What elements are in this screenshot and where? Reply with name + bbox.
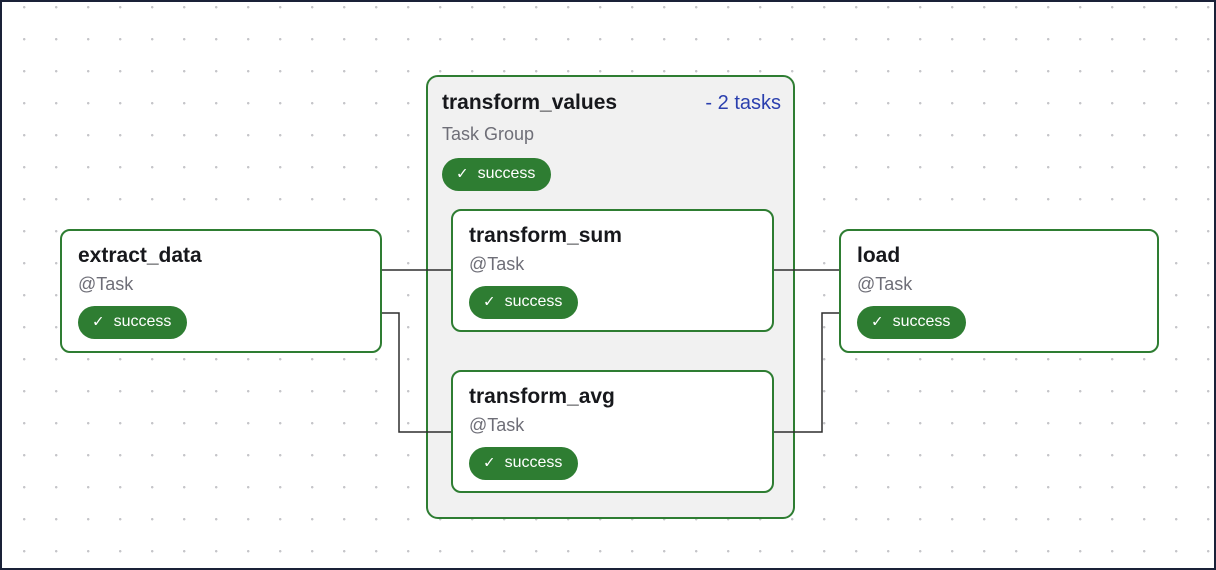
task-title: transform_avg <box>469 385 615 408</box>
task-group-type-label: Task Group <box>442 124 535 145</box>
task-node-transform_avg[interactable]: transform_avg @Task ✓ success <box>451 370 774 493</box>
status-badge: ✓ success <box>469 285 579 319</box>
task-node-extract_data[interactable]: extract_data @Task ✓ success <box>60 229 382 353</box>
status-label: success <box>892 313 951 331</box>
status-badge: ✓ success <box>469 446 579 480</box>
status-badge: ✓ success <box>442 157 552 191</box>
task-group-collapse-toggle[interactable]: - 2 tasks <box>705 91 781 114</box>
status-badge: ✓ success <box>78 305 188 339</box>
status-label: success <box>477 165 536 183</box>
status-label: success <box>504 454 563 472</box>
task-group-transform_values[interactable]: transform_values - 2 tasks Task Group ✓ … <box>426 75 795 519</box>
task-type-label: @Task <box>469 254 525 275</box>
check-icon: ✓ <box>483 293 496 311</box>
status-badge: ✓ success <box>857 305 967 339</box>
check-icon: ✓ <box>871 313 884 331</box>
status-label: success <box>113 313 172 331</box>
task-group-title: transform_values <box>442 91 618 114</box>
task-group-title-row: transform_values - 2 tasks <box>442 90 781 116</box>
check-icon: ✓ <box>92 313 105 331</box>
task-title: load <box>857 244 901 267</box>
task-node-transform_sum[interactable]: transform_sum @Task ✓ success <box>451 209 774 332</box>
task-type-label: @Task <box>469 415 525 436</box>
task-title: transform_sum <box>469 224 622 247</box>
task-type-label: @Task <box>857 274 913 295</box>
task-type-label: @Task <box>78 274 134 295</box>
task-group-header: transform_values - 2 tasks Task Group ✓ … <box>428 77 793 191</box>
task-title: extract_data <box>78 244 202 267</box>
status-label: success <box>504 293 563 311</box>
check-icon: ✓ <box>483 454 496 472</box>
task-node-load[interactable]: load @Task ✓ success <box>839 229 1159 353</box>
check-icon: ✓ <box>456 165 469 183</box>
